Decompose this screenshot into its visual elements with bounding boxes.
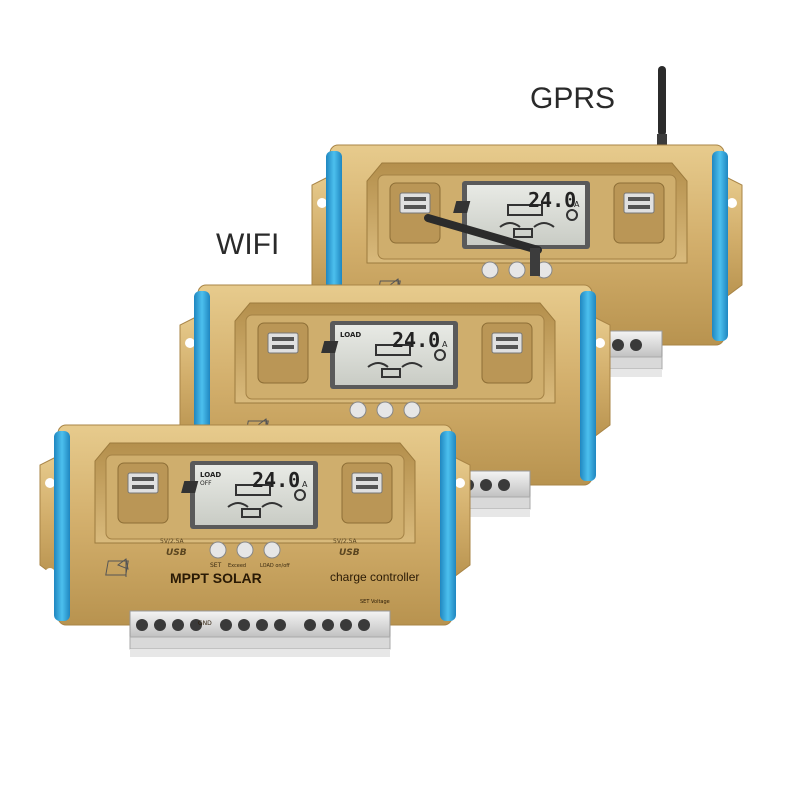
usb-label-left: USB — [166, 548, 187, 558]
gprs-label: GPRS — [530, 82, 616, 115]
controller-wifi: LOAD 24.0 A — [179, 284, 611, 518]
usb-label-right: USB — [339, 548, 360, 558]
gprs-lcd-unit: A — [574, 200, 580, 209]
wifi-lcd-load: LOAD — [340, 331, 361, 339]
button-set-label: SET — [210, 562, 222, 569]
wifi-lcd-reading: 24.0 — [392, 328, 440, 352]
product-label: charge controller — [330, 570, 419, 584]
front-lcd-reading: 24.0 — [252, 468, 300, 492]
usb-spec-right: 5V/2.5A — [333, 538, 357, 545]
brand-label: MPPT SOLAR — [170, 570, 262, 586]
wifi-antenna — [424, 214, 542, 276]
controller-gprs: 24.0 A — [311, 144, 743, 378]
button-right-label: LOAD on/off — [260, 563, 290, 569]
controller-front: LOAD OFF 24.0 A 5V/2.5A USB 5V/2.5A USB … — [39, 424, 471, 658]
usb-spec-left: 5V/2.5A — [160, 538, 184, 545]
wifi-lcd-unit: A — [442, 340, 448, 349]
wifi-label: WIFI — [216, 228, 280, 261]
front-lcd-off: OFF — [200, 480, 212, 487]
gprs-antenna — [657, 66, 667, 150]
button-left-label: Exceed — [228, 563, 246, 569]
gprs-lcd-reading: 24.0 — [528, 188, 576, 212]
terminal-gnd-label: GND — [198, 620, 212, 627]
front-lcd-load: LOAD — [200, 471, 221, 479]
set-voltage-label: SET Voltage — [360, 599, 390, 605]
front-lcd-unit: A — [302, 480, 308, 489]
